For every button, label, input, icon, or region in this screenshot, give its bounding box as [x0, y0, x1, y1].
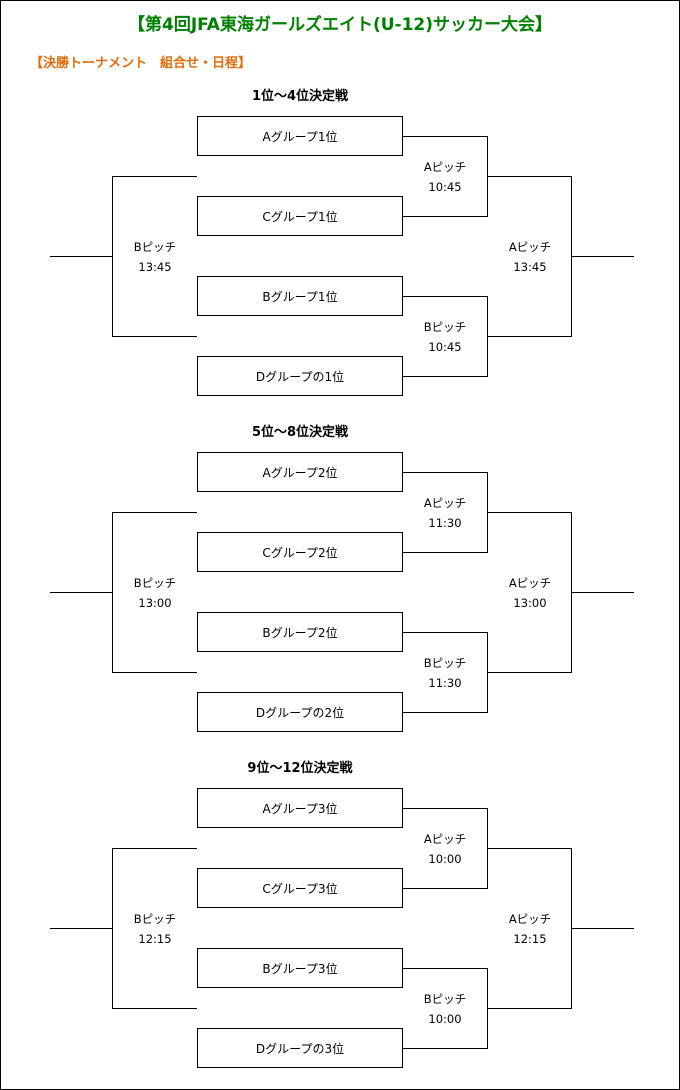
match-info-final-right: Aピッチ 12:15 — [490, 909, 570, 949]
match-time: 10:45 — [428, 340, 462, 354]
team-slot: Aグループ3位 — [197, 788, 403, 828]
bracket-line — [403, 888, 488, 889]
team-slot: Bグループ1位 — [197, 276, 403, 316]
team-slot: Aグループ2位 — [197, 452, 403, 492]
bracket-line — [112, 672, 197, 673]
bracket-line — [403, 808, 488, 809]
page-title: 【第4回JFA東海ガールズエイト(U-12)サッカー大会】 — [127, 15, 553, 35]
bracket-line — [112, 176, 113, 337]
match-time: 11:30 — [428, 516, 462, 530]
bracket-line — [112, 336, 197, 337]
match-time: 13:00 — [138, 596, 172, 610]
bracket-line — [112, 176, 197, 177]
match-time: 11:30 — [428, 676, 462, 690]
match-pitch: Bピッチ — [423, 656, 467, 670]
match-info-final-left: Bピッチ 13:45 — [115, 237, 195, 277]
bracket-section: 1位～4位決定戦 Aグループ1位 Cグループ1位 Bグループ1位 Dグループの1位 Aピッ… — [0, 85, 680, 405]
match-info-final-right: Aピッチ 13:00 — [490, 573, 570, 613]
bracket-line — [403, 552, 488, 553]
bracket-line — [112, 512, 197, 513]
match-time: 10:00 — [428, 852, 462, 866]
bracket-section-title: 1位～4位決定戦 — [251, 89, 349, 104]
bracket-line — [112, 848, 197, 849]
bracket-section: 5位～8位決定戦 Aグループ2位 Cグループ2位 Bグループ2位 Dグループの2位 Aピッ… — [0, 421, 680, 741]
bracket-line — [487, 672, 572, 673]
bracket-line — [112, 512, 113, 673]
match-info-semi-top: Aピッチ 10:45 — [405, 157, 485, 197]
match-pitch: Aピッチ — [508, 240, 552, 254]
page-subtitle: 【決勝トーナメント 組合せ・日程】 — [30, 56, 252, 71]
match-info-semi-bottom: Bピッチ 10:00 — [405, 989, 485, 1029]
bracket-line — [487, 336, 572, 337]
bracket-line — [112, 1008, 197, 1009]
bracket-line — [487, 1008, 572, 1009]
match-info-final-right: Aピッチ 13:45 — [490, 237, 570, 277]
bracket-line — [403, 472, 488, 473]
bracket-line — [403, 376, 488, 377]
match-pitch: Aピッチ — [423, 496, 467, 510]
bracket-line — [571, 512, 572, 673]
bracket-line — [403, 136, 488, 137]
team-slot: Cグループ1位 — [197, 196, 403, 236]
bracket-line — [112, 848, 113, 1009]
bracket-line — [403, 712, 488, 713]
bracket-line — [487, 176, 572, 177]
match-time: 12:15 — [513, 932, 547, 946]
bracket-line — [50, 592, 112, 593]
bracket-line — [403, 968, 488, 969]
match-pitch: Bピッチ — [133, 912, 177, 926]
match-pitch: Aピッチ — [423, 160, 467, 174]
bracket-line — [50, 256, 112, 257]
team-slot: Dグループの2位 — [197, 692, 403, 732]
match-pitch: Bピッチ — [423, 992, 467, 1006]
match-pitch: Aピッチ — [508, 912, 552, 926]
match-pitch: Bピッチ — [133, 240, 177, 254]
bracket-section-title: 9位～12位決定戦 — [247, 761, 353, 776]
bracket-line — [403, 1048, 488, 1049]
match-info-semi-top: Aピッチ 10:00 — [405, 829, 485, 869]
bracket-line — [487, 848, 572, 849]
bracket-line — [403, 216, 488, 217]
bracket-line — [572, 592, 634, 593]
bracket-section-title: 5位～8位決定戦 — [251, 425, 349, 440]
team-slot: Dグループの3位 — [197, 1028, 403, 1068]
match-pitch: Bピッチ — [133, 576, 177, 590]
bracket-line — [571, 176, 572, 337]
bracket-line — [572, 256, 634, 257]
team-slot: Cグループ2位 — [197, 532, 403, 572]
team-slot: Dグループの1位 — [197, 356, 403, 396]
match-time: 10:45 — [428, 180, 462, 194]
match-time: 10:00 — [428, 1012, 462, 1026]
bracket-line — [403, 296, 488, 297]
match-time: 12:15 — [138, 932, 172, 946]
match-pitch: Bピッチ — [423, 320, 467, 334]
match-info-semi-top: Aピッチ 11:30 — [405, 493, 485, 533]
match-time: 13:45 — [513, 260, 547, 274]
bracket-line — [487, 512, 572, 513]
match-info-semi-bottom: Bピッチ 11:30 — [405, 653, 485, 693]
match-info-final-left: Bピッチ 12:15 — [115, 909, 195, 949]
match-info-final-left: Bピッチ 13:00 — [115, 573, 195, 613]
team-slot: Aグループ1位 — [197, 116, 403, 156]
bracket-line — [572, 928, 634, 929]
bracket-line — [50, 928, 112, 929]
team-slot: Cグループ3位 — [197, 868, 403, 908]
match-time: 13:45 — [138, 260, 172, 274]
bracket-line — [403, 632, 488, 633]
team-slot: Bグループ3位 — [197, 948, 403, 988]
bracket-section: 9位～12位決定戦 Aグループ3位 Cグループ3位 Bグループ3位 Dグループの3位 Aピ… — [0, 757, 680, 1077]
match-time: 13:00 — [513, 596, 547, 610]
match-pitch: Aピッチ — [508, 576, 552, 590]
match-pitch: Aピッチ — [423, 832, 467, 846]
match-info-semi-bottom: Bピッチ 10:45 — [405, 317, 485, 357]
bracket-line — [571, 848, 572, 1009]
team-slot: Bグループ2位 — [197, 612, 403, 652]
